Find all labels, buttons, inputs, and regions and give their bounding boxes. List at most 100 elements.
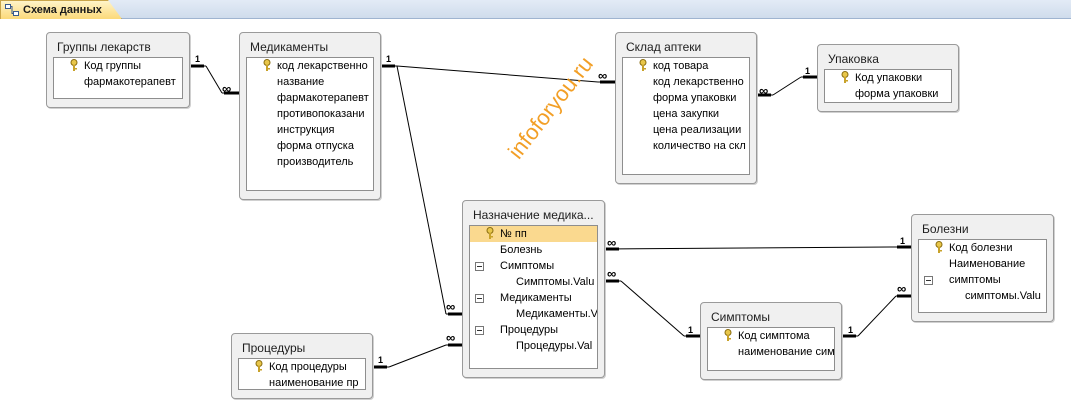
field-list[interactable]: код лекарственно название фармакотерапев… xyxy=(246,57,374,191)
field-name: форма упаковки xyxy=(653,92,737,104)
field-row[interactable]: наименование пр xyxy=(239,375,365,389)
field-name: форма отпуска xyxy=(277,140,354,152)
field-list[interactable]: Код процедуры наименование пр xyxy=(238,358,366,390)
field-name: Медикаменты xyxy=(500,292,572,304)
table-title[interactable]: Процедуры xyxy=(242,341,306,355)
tab-label: Схема данных xyxy=(23,4,102,16)
field-row[interactable]: наименование сим xyxy=(708,344,834,360)
field-row[interactable]: Код группы xyxy=(54,58,182,74)
table-sklad-apteki[interactable]: Склад аптеки код товара код лекарственно… xyxy=(615,32,757,184)
table-naznachenie-medikamentov[interactable]: Назначение медика... № пп Болезнь Симпто… xyxy=(462,200,605,378)
table-title[interactable]: Симптомы xyxy=(711,310,771,324)
expand-collapse-icon[interactable] xyxy=(475,294,484,303)
relationship-line xyxy=(857,295,897,337)
field-row[interactable]: Код симптома xyxy=(708,328,834,344)
table-title[interactable]: Назначение медика... xyxy=(473,208,594,222)
field-list[interactable]: Код упаковки форма упаковки xyxy=(824,69,952,103)
field-name: фармакотерапевт xyxy=(277,92,369,104)
expand-collapse-icon[interactable] xyxy=(475,326,484,335)
field-name: противопоказани xyxy=(277,108,365,120)
field-row[interactable]: код лекарственно xyxy=(623,74,749,90)
table-title[interactable]: Медикаменты xyxy=(250,40,329,54)
key-icon xyxy=(841,71,849,83)
table-medikamenty[interactable]: Медикаменты код лекарственно название фа… xyxy=(239,32,381,200)
field-row[interactable]: Медикаменты xyxy=(470,290,597,306)
field-name: цена реализации xyxy=(653,124,742,136)
field-row[interactable]: Медикаменты.V xyxy=(470,306,597,322)
cardinality-many: ∞ xyxy=(446,330,456,345)
tab-data-schema[interactable]: Схема данных xyxy=(0,0,122,19)
relationship-line xyxy=(772,76,802,96)
cardinality-one: 1 xyxy=(378,355,384,365)
cardinality-one: 1 xyxy=(900,236,906,246)
cardinality-one: 1 xyxy=(195,54,201,64)
field-list[interactable]: Код симптома наименование сим xyxy=(707,327,835,371)
relationship-line xyxy=(205,65,223,94)
table-title[interactable]: Болезни xyxy=(922,222,969,236)
table-title[interactable]: Склад аптеки xyxy=(626,40,702,54)
relationship-line xyxy=(388,344,447,368)
table-bolezni[interactable]: Болезни Код болезни Наименование симптом… xyxy=(911,214,1054,322)
table-title[interactable]: Группы лекарств xyxy=(57,40,151,54)
field-row[interactable]: название xyxy=(247,74,373,90)
cardinality-many: ∞ xyxy=(759,83,769,98)
field-name: Наименование xyxy=(949,258,1026,270)
field-row[interactable]: код лекарственно xyxy=(247,58,373,74)
expand-collapse-icon[interactable] xyxy=(924,276,933,285)
field-row[interactable]: противопоказани xyxy=(247,106,373,122)
field-name: наименование пр xyxy=(269,377,359,389)
field-row[interactable]: Процедуры xyxy=(470,322,597,338)
document-tab-strip: Схема данных xyxy=(0,0,1071,19)
cardinality-many: ∞ xyxy=(607,266,617,281)
field-row-selected[interactable]: № пп xyxy=(470,226,597,242)
cardinality-one: 1 xyxy=(688,325,694,335)
field-row[interactable]: количество на скл xyxy=(623,138,749,154)
field-row[interactable]: код товара xyxy=(623,58,749,74)
field-name: Код болезни xyxy=(949,242,1013,254)
field-name: название xyxy=(277,76,325,88)
cardinality-one: 1 xyxy=(805,66,811,76)
relationship-line xyxy=(604,246,897,250)
field-row[interactable]: форма упаковки xyxy=(623,90,749,106)
field-row[interactable]: цена закупки xyxy=(623,106,749,122)
field-row[interactable]: форма отпуска xyxy=(247,138,373,154)
table-upakovka[interactable]: Упаковка Код упаковки форма упаковки xyxy=(817,44,959,112)
field-row[interactable]: Симптомы.Valu xyxy=(470,274,597,290)
field-name: Процедуры.Val xyxy=(516,340,593,352)
field-row[interactable]: фармакотерапевт xyxy=(54,74,182,90)
field-row[interactable]: Наименование xyxy=(919,256,1046,272)
field-row[interactable]: производитель xyxy=(247,154,373,170)
key-icon xyxy=(70,59,78,71)
field-row[interactable]: форма упаковки xyxy=(825,86,951,102)
field-row[interactable]: Процедуры.Val xyxy=(470,338,597,354)
table-simptomy[interactable]: Симптомы Код симптома наименование сим xyxy=(700,302,842,380)
field-row[interactable]: Болезнь xyxy=(470,242,597,258)
field-list[interactable]: Код группы фармакотерапевт xyxy=(53,57,183,99)
field-name: наименование сим xyxy=(738,346,835,358)
field-row[interactable]: Код упаковки xyxy=(825,70,951,86)
field-row[interactable]: симптомы.Valu xyxy=(919,288,1046,304)
field-name: Симптомы xyxy=(500,260,555,272)
field-row[interactable]: цена реализации xyxy=(623,122,749,138)
relationships-icon xyxy=(5,4,19,16)
field-name: код товара xyxy=(653,60,709,72)
field-row[interactable]: инструкция xyxy=(247,122,373,138)
field-row[interactable]: Симптомы xyxy=(470,258,597,274)
field-list[interactable]: № пп Болезнь Симптомы Симптомы.Valu Меди… xyxy=(469,225,598,369)
field-row[interactable]: Код процедуры xyxy=(239,359,365,375)
field-row[interactable]: Код болезни xyxy=(919,240,1046,256)
table-title[interactable]: Упаковка xyxy=(828,52,879,66)
field-name: № пп xyxy=(500,228,527,240)
cardinality-one: 1 xyxy=(386,54,392,64)
field-row[interactable]: симптомы xyxy=(919,272,1046,288)
table-gruppy-lekarstv[interactable]: Группы лекарств Код группы фармакотерапе… xyxy=(46,32,190,108)
field-list[interactable]: Код болезни Наименование симптомы симпто… xyxy=(918,239,1047,313)
expand-collapse-icon[interactable] xyxy=(475,262,484,271)
field-list[interactable]: код товара код лекарственно форма упаков… xyxy=(622,57,750,175)
relationship-line xyxy=(396,65,599,83)
field-name: Симптомы.Valu xyxy=(516,276,595,288)
table-procedury[interactable]: Процедуры Код процедуры наименование пр xyxy=(231,333,373,399)
key-icon xyxy=(255,360,263,372)
field-name: Код симптома xyxy=(738,330,810,342)
field-row[interactable]: фармакотерапевт xyxy=(247,90,373,106)
